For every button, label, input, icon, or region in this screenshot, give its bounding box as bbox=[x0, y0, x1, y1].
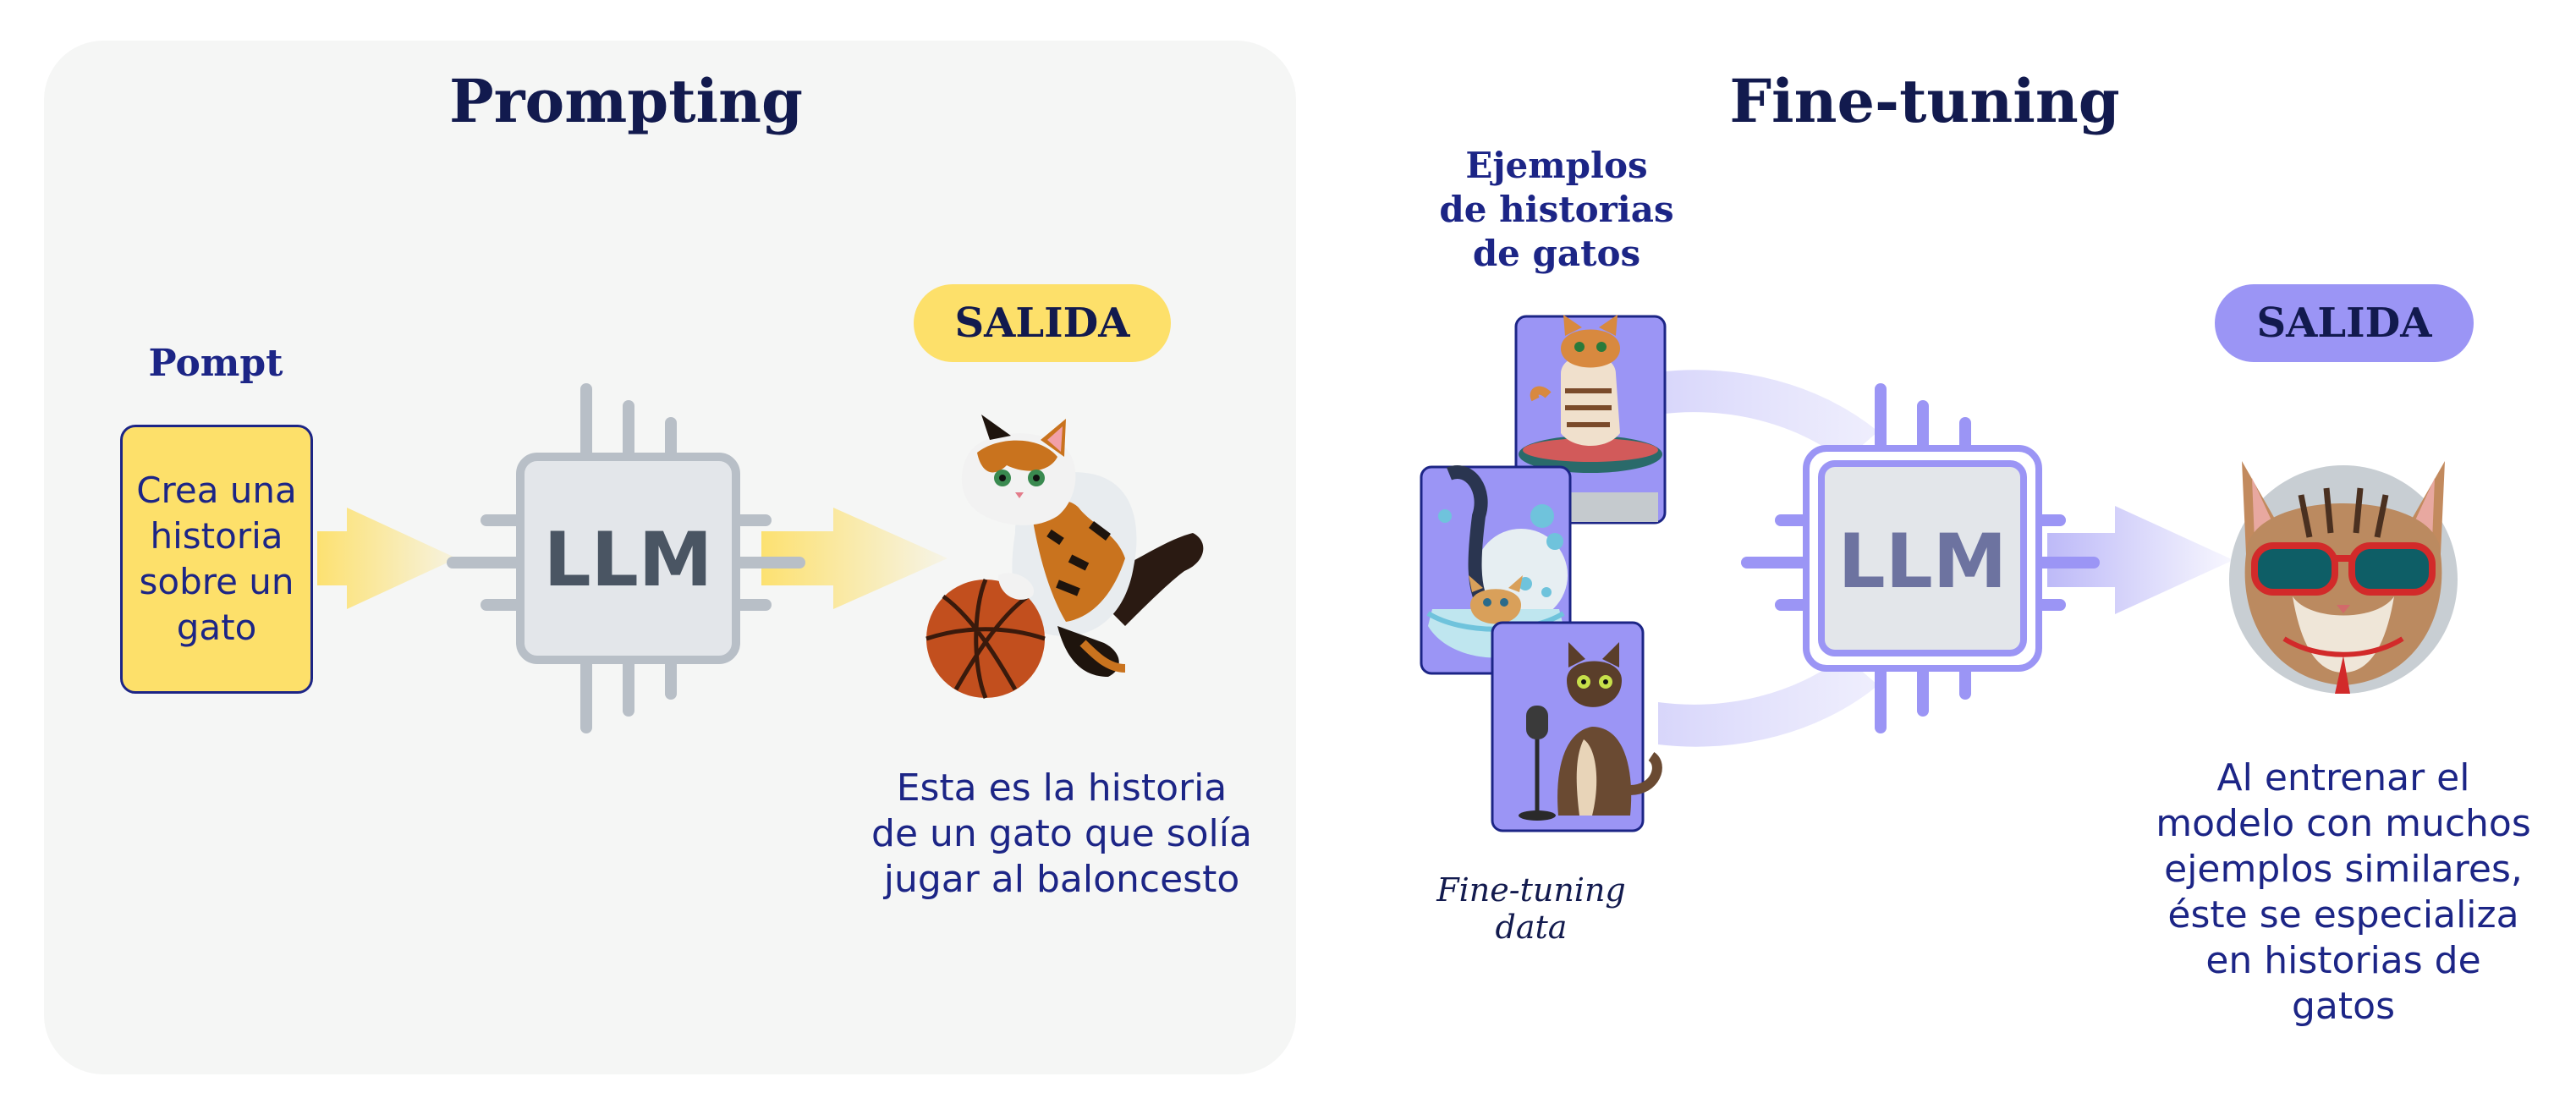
arrow-llm-to-output bbox=[761, 508, 947, 609]
output-line: de un gato que solía bbox=[871, 812, 1252, 855]
output-line: éste se especializa bbox=[2167, 893, 2519, 936]
finetuning-loop-ring bbox=[1658, 370, 1878, 747]
llm-chip-label-finetuned: LLM bbox=[1837, 518, 2008, 605]
output-pill-finetuning: SALIDA bbox=[2215, 284, 2474, 362]
output-line: en historias de bbox=[2205, 939, 2481, 982]
chip-icon bbox=[447, 383, 805, 733]
output-line: modelo con muchos bbox=[2156, 802, 2531, 845]
finetuning-output-text: Al entrenar el modelo con muchos ejemplo… bbox=[2149, 755, 2538, 1030]
prompting-title: Prompting bbox=[449, 66, 803, 136]
prompt-label: Pompt bbox=[148, 342, 283, 385]
cat-basketball-icon bbox=[925, 415, 1204, 699]
arrow-prompt-to-llm bbox=[317, 508, 457, 609]
examples-label: Ejemplos de historias de gatos bbox=[1421, 144, 1692, 276]
output-line: jugar al baloncesto bbox=[883, 858, 1240, 901]
chip-icon bbox=[1741, 383, 2100, 733]
output-line: Al entrenar el bbox=[2216, 756, 2470, 799]
output-line: ejemplos similares, bbox=[2164, 848, 2523, 891]
caption-line: data bbox=[1495, 909, 1568, 946]
examples-label-line: de historias bbox=[1439, 189, 1674, 230]
llm-chip-label: LLM bbox=[543, 516, 713, 603]
cat-microphone-icon bbox=[1491, 621, 1662, 832]
caption-line: Fine-tuning bbox=[1436, 871, 1626, 909]
examples-label-line: de gatos bbox=[1472, 233, 1641, 274]
output-pill-prompting: SALIDA bbox=[914, 284, 1171, 362]
prompt-text: Crea una historia sobre un gato bbox=[136, 470, 297, 648]
prompting-output-text: Esta es la historia de un gato que solía… bbox=[812, 766, 1311, 903]
output-line: Esta es la historia bbox=[896, 766, 1228, 810]
examples-label-line: Ejemplos bbox=[1465, 145, 1648, 186]
finetuning-data-caption: Fine-tuning data bbox=[1413, 871, 1650, 946]
finetuning-title: Fine-tuning bbox=[1729, 66, 2120, 136]
arrow-finetuned-llm-to-output bbox=[2047, 506, 2233, 614]
prompt-box: Crea una historia sobre un gato bbox=[120, 425, 313, 694]
output-line: gatos bbox=[2292, 985, 2395, 1028]
cat-sunglasses-icon bbox=[2229, 461, 2458, 694]
